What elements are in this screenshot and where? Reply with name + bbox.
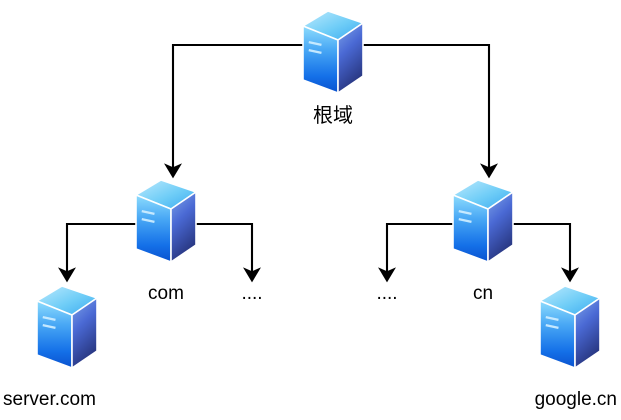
node-com-label: com [148,283,184,304]
node-cn-label: cn [472,283,494,304]
node-google-cn[interactable] [537,283,603,371]
node-google-cn-label: google.cn [534,389,617,410]
server-icon [301,10,365,95]
node-com[interactable] [133,177,199,265]
server-icon [35,285,99,370]
server-icon [538,285,602,370]
node-server-com[interactable] [34,283,100,371]
edge-root-to-com [163,43,333,179]
ellipsis-com-more: .... [241,283,263,304]
server-icon [451,179,515,264]
edge-root-to-cn [333,43,499,179]
server-icon [134,179,198,264]
edge-com-to-server-com [57,222,166,283]
node-server-com-label: server.com [3,389,96,410]
ellipsis-cn-more: .... [376,283,398,304]
edge-cn-to-more [377,222,483,283]
node-root-label: 根域 [313,105,353,127]
node-root[interactable] [300,8,366,96]
node-cn[interactable] [450,177,516,265]
